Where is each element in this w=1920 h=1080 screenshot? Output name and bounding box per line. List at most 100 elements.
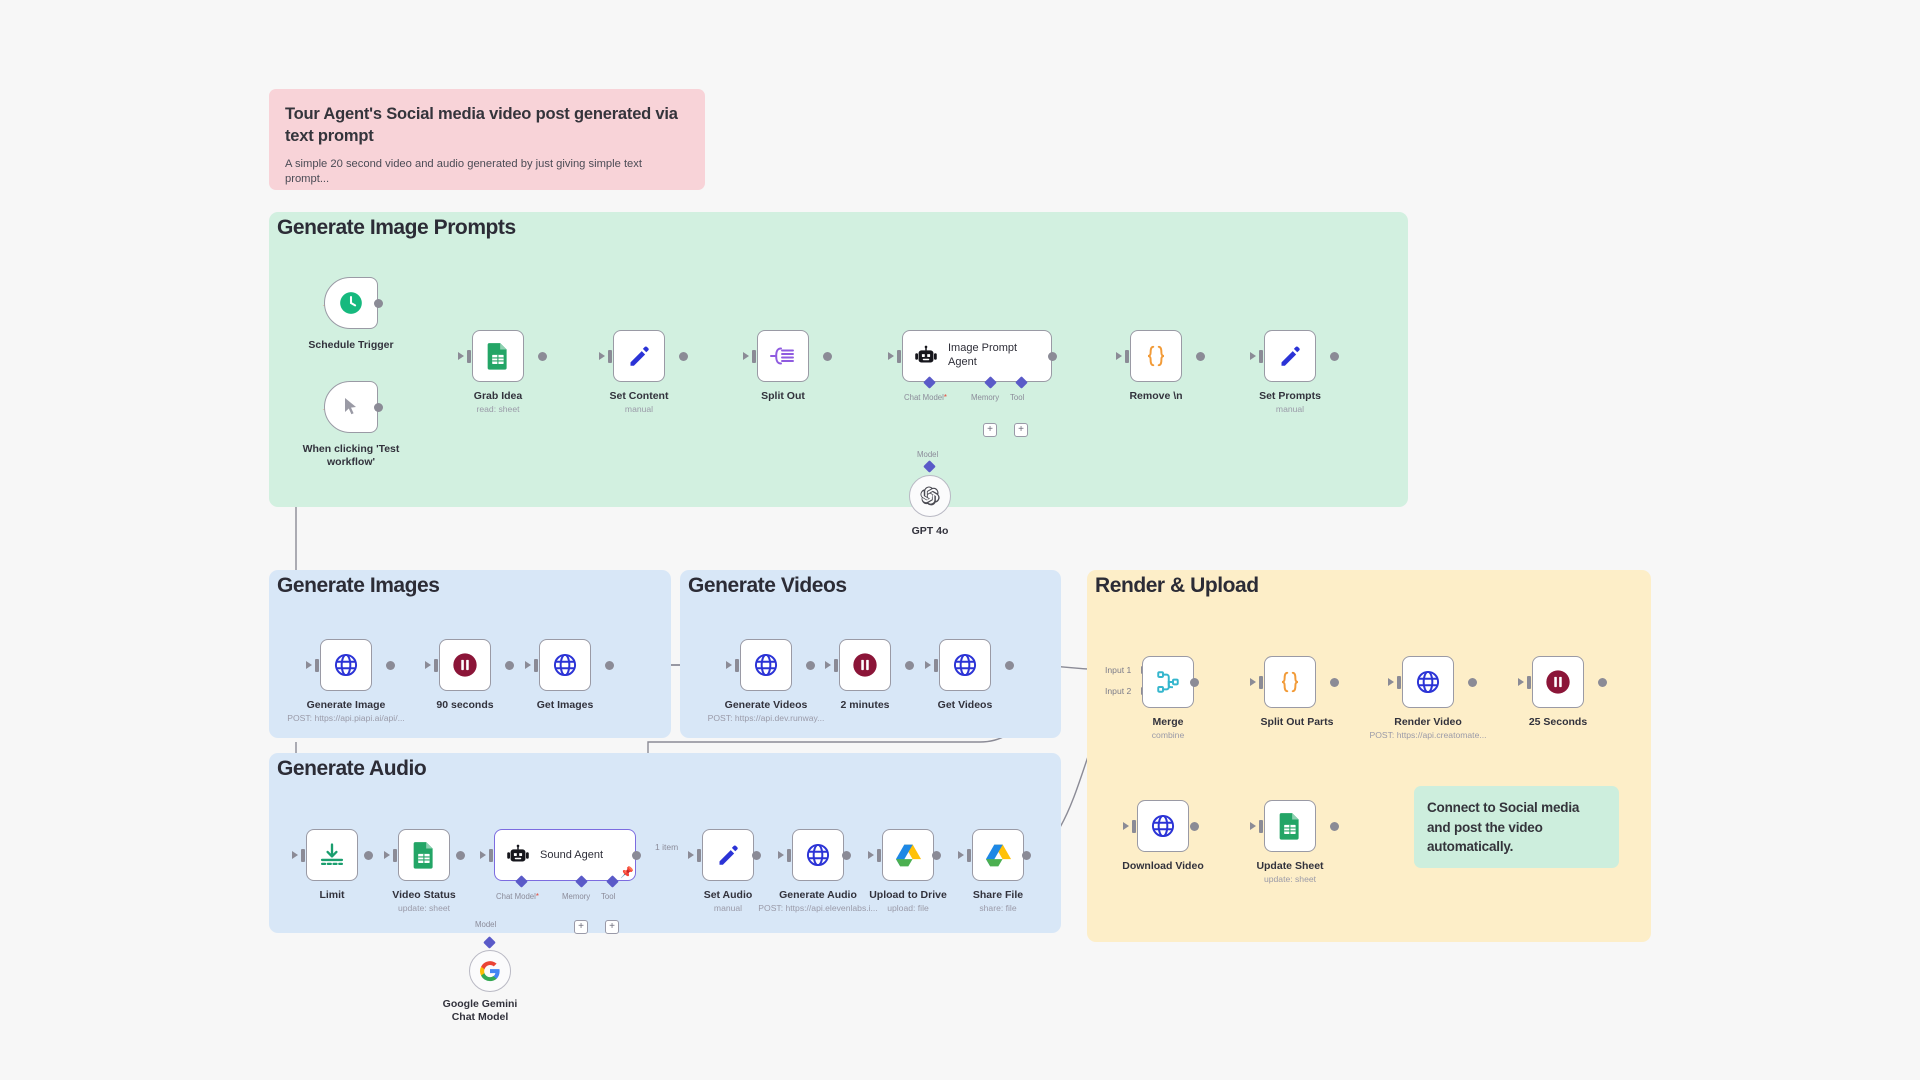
output-dot[interactable] [1330, 352, 1339, 361]
merge-input-2-label: Input 2 [1105, 686, 1132, 696]
node-remove-n[interactable] [1130, 330, 1182, 382]
output-dot[interactable] [456, 851, 465, 860]
input-bar[interactable] [315, 659, 319, 672]
output-dot[interactable] [905, 661, 914, 670]
input-bar[interactable] [752, 350, 756, 363]
output-dot[interactable] [364, 851, 373, 860]
output-dot[interactable] [632, 851, 641, 860]
sticky-note-main[interactable]: Tour Agent's Social media video post gen… [269, 89, 705, 190]
output-dot[interactable] [374, 403, 383, 412]
node-generate-videos[interactable] [740, 639, 792, 691]
input-bar[interactable] [1259, 820, 1263, 833]
output-dot[interactable] [1330, 678, 1339, 687]
node-upload-to-drive-sub: upload: file [887, 903, 929, 913]
input-bar[interactable] [393, 849, 397, 862]
sticky-note-main-body: A simple 20 second video and audio gener… [285, 157, 642, 186]
add-memory-button[interactable]: + [983, 423, 997, 437]
output-dot[interactable] [1468, 678, 1477, 687]
input-bar[interactable] [608, 350, 612, 363]
input-bar[interactable] [697, 849, 701, 862]
add-tool-button[interactable]: + [605, 920, 619, 934]
node-update-sheet[interactable] [1264, 800, 1316, 852]
node-split-out-parts[interactable] [1264, 656, 1316, 708]
input-bar[interactable] [897, 350, 901, 363]
node-download-video[interactable] [1137, 800, 1189, 852]
node-sound-agent[interactable]: Sound Agent [494, 829, 636, 881]
output-dot[interactable] [932, 851, 941, 860]
node-render-video[interactable] [1402, 656, 1454, 708]
node-schedule-trigger[interactable] [324, 277, 378, 329]
output-dot[interactable] [1048, 352, 1057, 361]
input-bar[interactable] [834, 659, 838, 672]
output-dot[interactable] [538, 352, 547, 361]
pin-icon[interactable]: 📌 [620, 867, 634, 879]
input-bar[interactable] [735, 659, 739, 672]
input-bar[interactable] [877, 849, 881, 862]
input-bar[interactable] [934, 659, 938, 672]
input-bar[interactable] [1527, 676, 1531, 689]
node-set-content[interactable] [613, 330, 665, 382]
code-braces-icon [1281, 671, 1299, 693]
output-dot[interactable] [1190, 678, 1199, 687]
output-dot[interactable] [386, 661, 395, 670]
add-memory-button[interactable]: + [574, 920, 588, 934]
node-upload-to-drive[interactable] [882, 829, 934, 881]
output-dot[interactable] [842, 851, 851, 860]
node-wait-90-seconds[interactable] [439, 639, 491, 691]
node-limit[interactable] [306, 829, 358, 881]
node-get-videos[interactable] [939, 639, 991, 691]
node-manual-trigger[interactable] [324, 381, 378, 433]
node-video-status[interactable] [398, 829, 450, 881]
output-dot[interactable] [806, 661, 815, 670]
input-bar[interactable] [1259, 350, 1263, 363]
group-generate-image-prompts[interactable]: Generate Image Prompts [269, 212, 1408, 507]
output-dot[interactable] [679, 352, 688, 361]
node-grab-idea[interactable] [472, 330, 524, 382]
node-generate-audio[interactable] [792, 829, 844, 881]
sticky-note-social[interactable]: Connect to Social media and post the vid… [1414, 786, 1619, 868]
output-dot[interactable] [374, 299, 383, 308]
input-bar[interactable] [967, 849, 971, 862]
gemini-model-connector[interactable] [483, 936, 496, 949]
input-bar[interactable] [434, 659, 438, 672]
node-schedule-trigger-label: Schedule Trigger [308, 339, 394, 351]
group-render-upload[interactable]: Render & Upload [1087, 570, 1651, 942]
node-split-out[interactable] [757, 330, 809, 382]
edit-pencil-icon [630, 346, 649, 366]
node-wait-25-seconds[interactable] [1532, 656, 1584, 708]
output-dot[interactable] [605, 661, 614, 670]
input-bar[interactable] [1397, 676, 1401, 689]
output-dot[interactable] [1598, 678, 1607, 687]
input-bar[interactable] [787, 849, 791, 862]
input-arrow [1388, 678, 1394, 686]
node-set-prompts[interactable] [1264, 330, 1316, 382]
input-bar[interactable] [301, 849, 305, 862]
input-bar[interactable] [1125, 350, 1129, 363]
output-dot[interactable] [1190, 822, 1199, 831]
google-icon [480, 961, 500, 982]
node-share-file[interactable] [972, 829, 1024, 881]
output-dot[interactable] [752, 851, 761, 860]
output-dot[interactable] [1022, 851, 1031, 860]
output-dot[interactable] [505, 661, 514, 670]
node-image-prompt-agent[interactable]: Image Prompt Agent [902, 330, 1052, 382]
node-google-gemini-chat-model[interactable] [469, 950, 511, 992]
input-bar[interactable] [534, 659, 538, 672]
input-bar[interactable] [489, 849, 493, 862]
node-gpt-4o[interactable] [909, 475, 951, 517]
input-bar[interactable] [467, 350, 471, 363]
output-dot[interactable] [823, 352, 832, 361]
input-bar[interactable] [1259, 676, 1263, 689]
node-set-audio[interactable] [702, 829, 754, 881]
group-generate-videos-title: Generate Videos [688, 574, 847, 597]
node-wait-2-minutes[interactable] [839, 639, 891, 691]
input-bar[interactable] [1132, 820, 1136, 833]
node-generate-image[interactable] [320, 639, 372, 691]
output-dot[interactable] [1330, 822, 1339, 831]
output-dot[interactable] [1005, 661, 1014, 670]
node-merge[interactable] [1142, 656, 1194, 708]
output-dot[interactable] [1196, 352, 1205, 361]
node-get-images[interactable] [539, 639, 591, 691]
add-tool-button[interactable]: + [1014, 423, 1028, 437]
